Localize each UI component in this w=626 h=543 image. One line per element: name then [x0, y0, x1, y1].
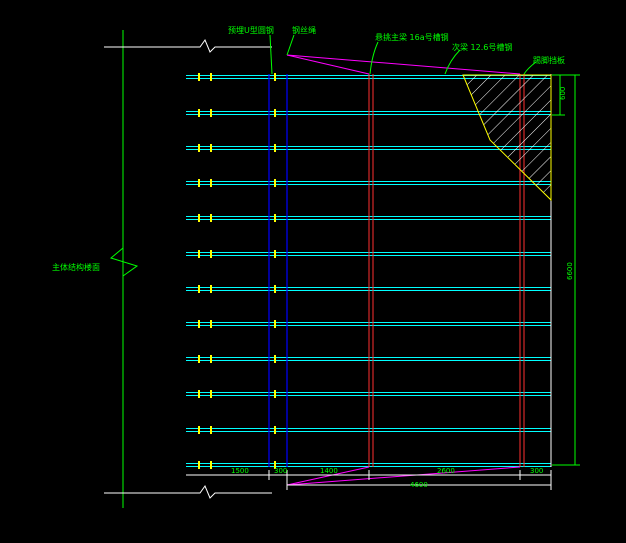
label-side-guard: 踢脚挡板 — [533, 55, 565, 65]
dim-bottom-1: 1500 — [231, 467, 249, 475]
label-embed-ring: 预埋U型圆钢 — [228, 25, 274, 35]
right-dimension-lines — [552, 74, 580, 466]
structure-boundary — [104, 30, 272, 508]
label-leaders — [269, 34, 537, 75]
label-main-beam: 悬挑主梁 16a号槽钢 — [375, 32, 449, 42]
dim-total: 4600 — [410, 481, 428, 489]
dim-bottom-2: 300 — [274, 467, 287, 475]
anchor-lines — [268, 74, 288, 467]
beam-anchor-marks — [198, 73, 276, 469]
label-secondary-beam: 次梁 12.6号槽钢 — [452, 42, 512, 52]
label-wire-rope: 钢丝绳 — [292, 25, 316, 35]
dim-right-total: 6600 — [566, 262, 574, 280]
label-main-structure-face: 主体结构楼面 — [52, 262, 100, 272]
dim-bottom-3: 1400 — [320, 467, 338, 475]
bottom-dimension-lines — [186, 470, 552, 490]
dim-bottom-5: 300 — [530, 467, 543, 475]
guard-board-hatch — [462, 74, 552, 202]
wire-rope-lines — [286, 54, 521, 486]
dim-right-small: 600 — [559, 87, 567, 100]
dim-bottom-4: 2600 — [437, 467, 455, 475]
